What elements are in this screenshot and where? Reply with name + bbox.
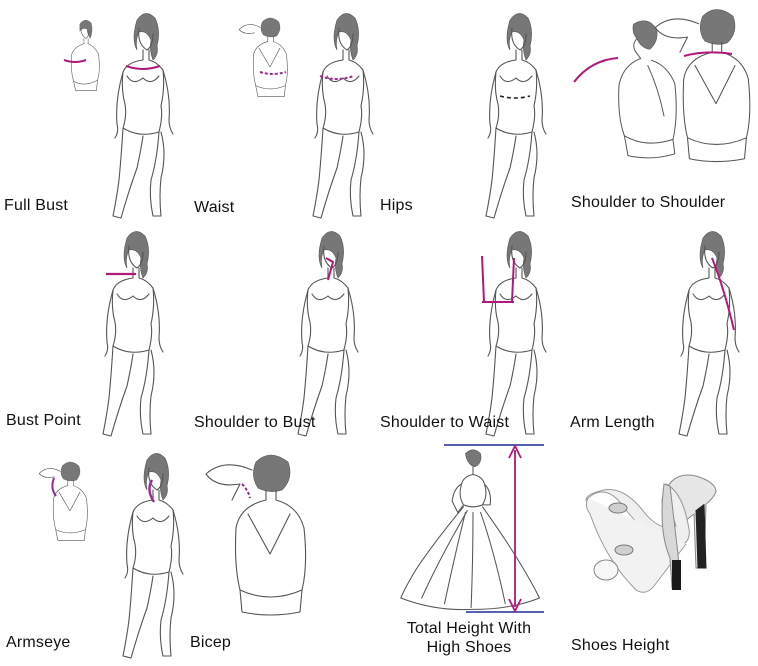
standing-woman-sketch-icon xyxy=(485,231,547,437)
cell-bust-point: Bust Point xyxy=(0,218,190,438)
back-view-torso-sketch-icon xyxy=(238,17,288,97)
cell-total-height: Total Height With High Shoes xyxy=(378,440,568,666)
label-full-bust: Full Bust xyxy=(4,197,69,214)
cell-full-bust: Full Bust xyxy=(0,0,185,220)
standing-woman-sketch-icon xyxy=(297,231,359,437)
cell-armseye: Armseye xyxy=(0,440,190,666)
cell-arm-length: Arm Length xyxy=(566,218,758,438)
shoulder-waist-measure-line xyxy=(481,255,515,303)
back-view-torso-sketch-icon xyxy=(205,454,307,616)
label-waist: Waist xyxy=(194,199,235,216)
standing-woman-sketch-icon xyxy=(70,19,100,91)
cell-waist: Waist xyxy=(190,0,380,220)
standing-woman-sketch-icon xyxy=(312,13,374,219)
cell-hips: Hips xyxy=(378,0,568,220)
bust-measure-line xyxy=(63,59,161,70)
label-hips: Hips xyxy=(380,197,413,214)
shoulder-bust-measure-line xyxy=(325,257,335,281)
label-armseye: Armseye xyxy=(6,634,71,651)
bust-point-measure-line xyxy=(106,272,136,276)
high-heel-shoe-icon xyxy=(585,474,717,593)
waist-measure-line xyxy=(259,71,355,80)
standing-woman-sketch-icon xyxy=(112,13,174,219)
back-view-torso-sketch-icon xyxy=(618,20,677,159)
standing-woman-sketch-icon xyxy=(678,231,740,437)
cell-shoes-height: Shoes Height xyxy=(566,440,758,666)
standing-woman-sketch-icon xyxy=(122,453,184,659)
ball-gown-sketch-icon xyxy=(400,449,541,611)
cell-shoulder-to-shoulder: Shoulder to Shoulder xyxy=(566,0,758,220)
label-shoulder-to-shoulder: Shoulder to Shoulder xyxy=(571,194,726,211)
label-shoulder-to-bust: Shoulder to Bust xyxy=(194,414,316,431)
label-shoes-height: Shoes Height xyxy=(571,637,670,654)
cell-shoulder-to-bust: Shoulder to Bust xyxy=(190,218,380,438)
bicep-measure-line xyxy=(241,483,251,499)
cell-shoulder-to-waist: Shoulder to Waist xyxy=(378,218,568,438)
label-total-height-line1: Total Height With xyxy=(406,620,532,637)
total-height-measure-arrow xyxy=(444,443,544,614)
back-view-torso-sketch-icon xyxy=(654,9,751,163)
standing-woman-sketch-icon xyxy=(102,231,164,437)
cell-bicep: Bicep xyxy=(190,440,380,666)
label-arm-length: Arm Length xyxy=(570,414,655,431)
label-bust-point: Bust Point xyxy=(6,412,81,429)
hips-measure-line xyxy=(499,95,531,99)
arm-length-measure-line xyxy=(711,257,735,331)
label-shoulder-to-waist: Shoulder to Waist xyxy=(380,414,510,431)
label-total-height: Total Height With High Shoes xyxy=(394,619,544,657)
shoulder-measure-line xyxy=(573,51,733,83)
back-view-torso-sketch-icon xyxy=(38,461,88,541)
label-bicep: Bicep xyxy=(190,634,232,651)
standing-woman-sketch-icon xyxy=(485,13,547,219)
label-total-height-line2: High Shoes xyxy=(426,639,512,656)
armseye-measure-line xyxy=(51,477,156,503)
